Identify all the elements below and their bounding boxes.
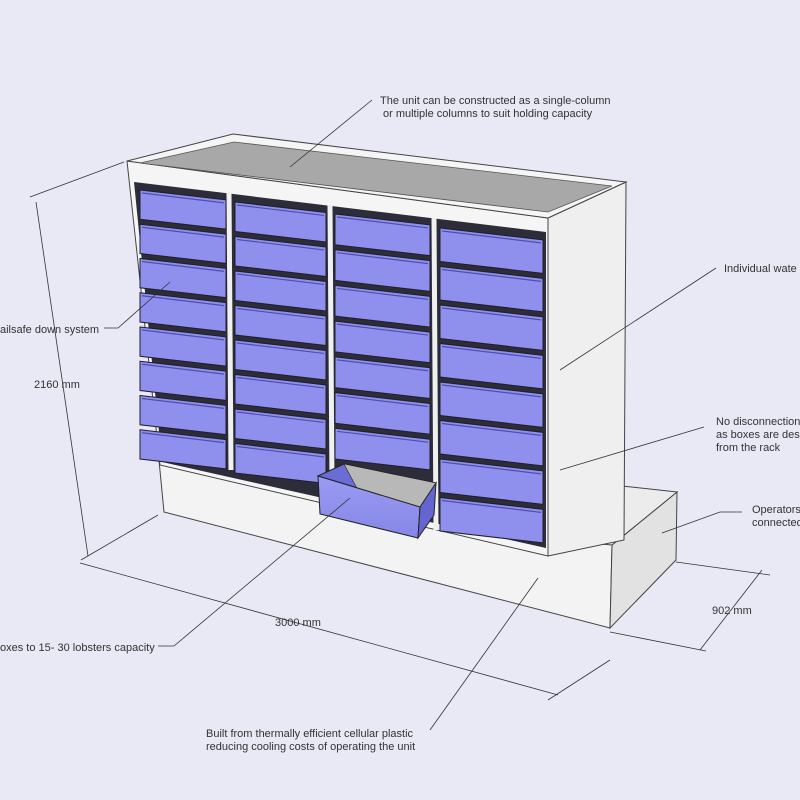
drawer-c3-r1 xyxy=(334,213,431,257)
drawer-c1-r1 xyxy=(139,189,227,230)
drawer-c2-r1 xyxy=(234,201,327,243)
dimension-lines xyxy=(29,161,771,701)
drawer-c1-r5 xyxy=(139,326,227,367)
column-post-2 xyxy=(327,204,335,483)
drawer-c1-r2 xyxy=(139,223,227,264)
drawer-lip-c2-r8 xyxy=(236,445,325,458)
drawer-c3-r7 xyxy=(334,427,431,471)
disconnection-note-line3: from the rack xyxy=(716,442,781,454)
drawer-c3-r4 xyxy=(334,320,431,364)
drawer-lip-c2-r6 xyxy=(236,376,325,389)
drawer-c2-r5 xyxy=(234,339,327,381)
operators-note-line2: connected xyxy=(752,517,800,529)
drawer-c4-r3 xyxy=(439,304,544,351)
drawer-lip-c3-r5 xyxy=(336,359,429,372)
drawer-lip-c2-r7 xyxy=(236,411,325,424)
drawer-lip-c1-r6 xyxy=(141,363,225,375)
drawer-lip-c4-r3 xyxy=(441,307,542,321)
drawer-c1-r6 xyxy=(139,360,227,401)
drawer-lip-c4-r6 xyxy=(441,422,542,436)
drawer-lip-c4-r8 xyxy=(441,499,542,513)
drawer-c1-r4 xyxy=(139,292,227,333)
drawer-c3-r3 xyxy=(334,284,431,328)
drawer-lip-c3-r7 xyxy=(336,430,429,443)
drawer-grid xyxy=(139,189,544,544)
column-post-3 xyxy=(431,217,439,531)
drawer-c4-r1 xyxy=(439,227,544,274)
drawer-c2-r4 xyxy=(234,304,327,347)
drawer-c4-r4 xyxy=(439,342,544,390)
boxes-note: oxes to 15- 30 lobsters capacity xyxy=(0,642,155,654)
drawer-c4-r8 xyxy=(439,496,544,544)
drawer-c3-r6 xyxy=(334,392,431,435)
drawer-lip-c4-r2 xyxy=(441,268,542,282)
drawer-lip-c2-r3 xyxy=(236,273,325,286)
drawer-lip-c2-r2 xyxy=(236,238,325,251)
drawer-lip-c1-r4 xyxy=(141,295,225,307)
construction-note-line2: or multiple columns to suit holding capa… xyxy=(383,108,593,120)
drawer-lip-c2-r1 xyxy=(236,204,325,217)
operators-note-line1: Operators xyxy=(752,504,800,516)
drawer-lip-c1-r7 xyxy=(141,397,225,409)
drawer-c3-r5 xyxy=(334,356,431,400)
drawer-lip-c1-r5 xyxy=(141,329,225,341)
drawer-c3-r2 xyxy=(334,249,431,292)
rack-side-panel xyxy=(547,181,627,557)
drawer-lip-c3-r6 xyxy=(336,394,429,408)
drawer-c1-r8 xyxy=(139,429,227,470)
drawer-c1-r7 xyxy=(139,394,227,436)
drawer-lip-c4-r7 xyxy=(441,461,542,475)
drawer-c4-r6 xyxy=(439,419,544,467)
drawer-lip-c1-r3 xyxy=(141,260,225,272)
drawer-lip-c1-r2 xyxy=(141,226,225,238)
drawer-lip-c3-r4 xyxy=(336,323,429,336)
water-note: Individual wate xyxy=(724,263,797,275)
drawer-c4-r5 xyxy=(439,381,544,428)
drawer-lip-c4-r5 xyxy=(441,384,542,398)
plastic-note-line2: reducing cooling costs of operating the … xyxy=(206,741,415,753)
drawer-c2-r7 xyxy=(234,408,327,450)
width-dimension: 3000 mm xyxy=(275,617,321,629)
plastic-note-line1: Built from thermally efficient cellular … xyxy=(206,728,414,740)
disconnection-note-line1: No disconnection xyxy=(716,416,800,428)
drawer-lip-c4-r1 xyxy=(441,230,542,244)
leader-lines xyxy=(104,99,742,731)
drawer-c1-r3 xyxy=(139,257,227,299)
drawer-lip-c1-r8 xyxy=(141,432,225,444)
drawer-lip-c1-r1 xyxy=(141,192,225,204)
height-dimension: 2160 mm xyxy=(34,379,80,391)
drawer-lip-c3-r2 xyxy=(336,252,429,265)
rack-top-recess xyxy=(139,141,613,213)
depth-dimension: 902 mm xyxy=(712,605,752,617)
pulled-out-drawer xyxy=(316,463,437,540)
failsafe-note: ailsafe down system xyxy=(0,324,99,336)
drawer-lip-c2-r4 xyxy=(236,307,325,320)
drawer-lip-c3-r3 xyxy=(336,287,429,300)
drawer-lip-c3-r1 xyxy=(336,216,429,229)
column-post-1 xyxy=(226,191,234,471)
drawer-c2-r3 xyxy=(234,270,327,312)
drawer-lip-c2-r5 xyxy=(236,342,325,355)
construction-note-line1: The unit can be constructed as a single-… xyxy=(380,95,611,107)
drawer-lip-c4-r4 xyxy=(441,345,542,359)
drawer-c2-r2 xyxy=(234,235,327,278)
disconnection-note-line2: as boxes are desig xyxy=(716,429,800,441)
drawer-c4-r2 xyxy=(439,265,544,313)
drawer-c2-r6 xyxy=(234,373,327,416)
drawer-c4-r7 xyxy=(439,458,544,505)
